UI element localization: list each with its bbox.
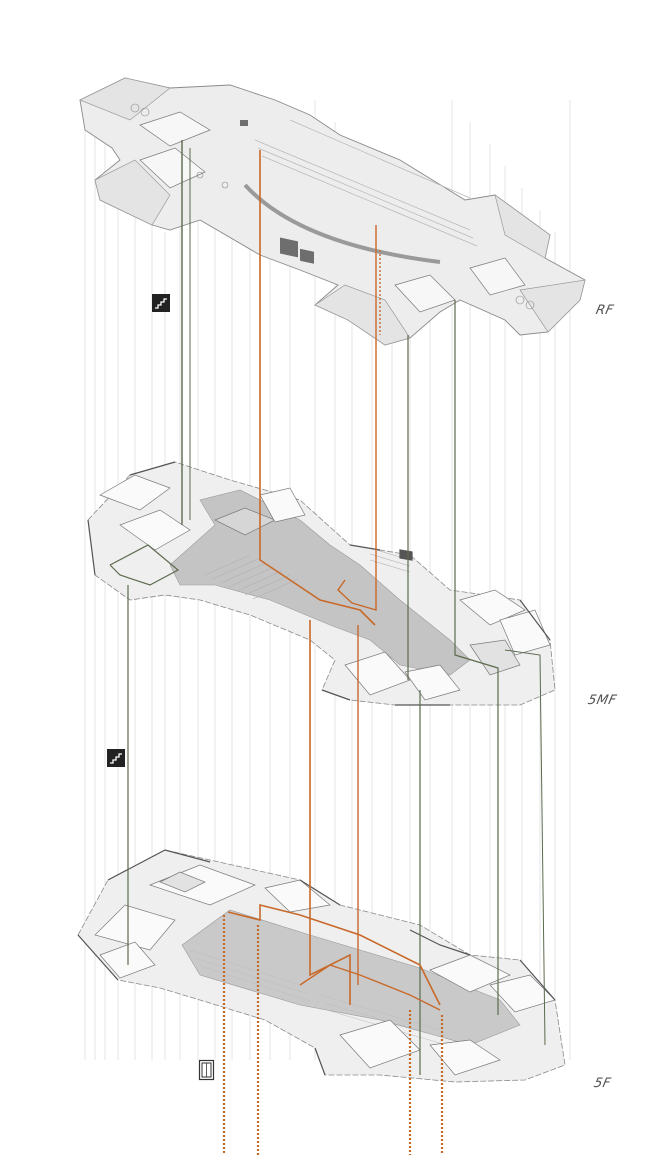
stair-route [454,300,499,1015]
floor-5mf-walls [87,461,551,706]
stair-route [109,544,180,586]
stair-route [504,649,546,1046]
circulation-routes [109,140,546,1155]
roof-dark-equipment [240,120,314,264]
floor-plate-5mf [87,461,556,706]
elevator-route [259,150,376,626]
floor-5mf-rooms [99,474,551,701]
floor-5f-corridor [181,909,521,1046]
floor-5f-walls [77,849,556,1076]
roof-planters [130,103,535,310]
floor-5f-rooms [94,864,556,1076]
floor-plate-5f [77,849,566,1083]
floor-plate-rf [79,77,586,346]
elevator-icon [198,1059,215,1081]
floor-label-rf: RF [594,303,616,318]
floor-5mf-corridor [169,489,471,676]
elevator-route [299,964,441,1011]
roof-skylight-stripes [254,119,478,247]
elevator-route [227,903,441,1006]
elevator-route [337,225,377,611]
floor-label-5f: 5F [592,1076,613,1091]
roof-wings [79,77,586,346]
floor-label-5mf: 5MF [586,693,619,708]
stairs-icon [152,294,170,312]
roof-inner-decks [139,111,526,313]
stairs-icon [107,749,125,767]
